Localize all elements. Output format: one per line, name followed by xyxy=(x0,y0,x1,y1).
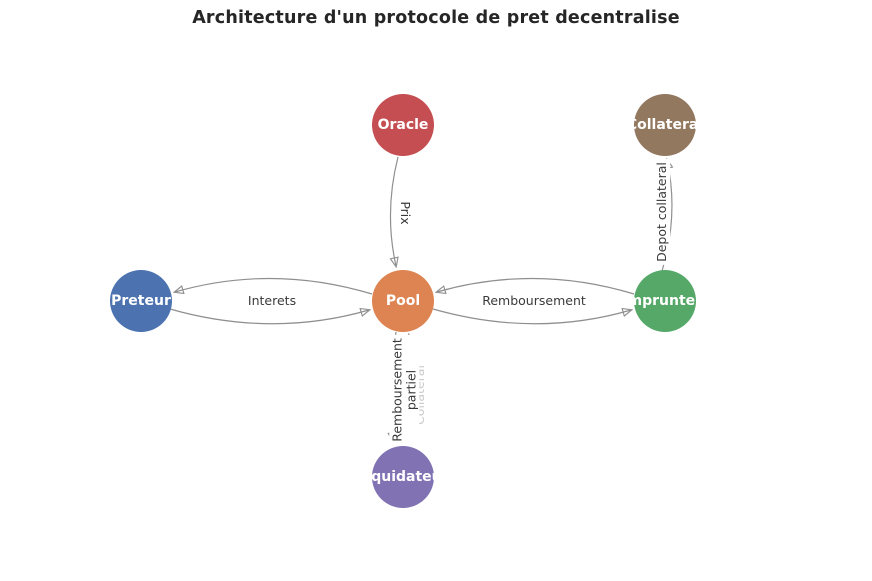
edge-pool-preteur xyxy=(175,277,373,295)
node-pool-label: Pool xyxy=(385,293,421,309)
node-pool: Pool xyxy=(372,270,434,332)
node-liquidateur-label: Liquidateur xyxy=(357,469,449,485)
edge-emprunteur-pool xyxy=(437,277,635,295)
node-liquidateur: Liquidateur xyxy=(357,446,449,508)
edge-label-remboursement: Remboursement xyxy=(479,293,589,309)
edge-preteur-pool xyxy=(169,309,369,325)
edge-label-remboursement-partiel: Remboursement partiel xyxy=(389,335,419,445)
edge-pool-emprunteur xyxy=(432,309,631,325)
node-preteur: Preteur xyxy=(110,270,172,332)
node-preteur-label: Preteur xyxy=(111,293,171,309)
node-collateral-label: Collateral xyxy=(626,117,704,133)
diagram-title: Architecture d'un protocole de pret dece… xyxy=(192,8,680,28)
node-collateral: Collateral xyxy=(627,94,703,156)
node-emprunteur-label: Emprunteur xyxy=(617,293,713,309)
node-oracle: Oracle xyxy=(372,94,434,156)
node-emprunteur: Emprunteur xyxy=(618,270,712,332)
edge-label-prix: Prix xyxy=(397,198,413,228)
edge-label-depot-collateral: Depot collateral xyxy=(654,159,670,265)
edge-label-interets: Interets xyxy=(244,293,300,309)
node-oracle-label: Oracle xyxy=(377,117,429,133)
